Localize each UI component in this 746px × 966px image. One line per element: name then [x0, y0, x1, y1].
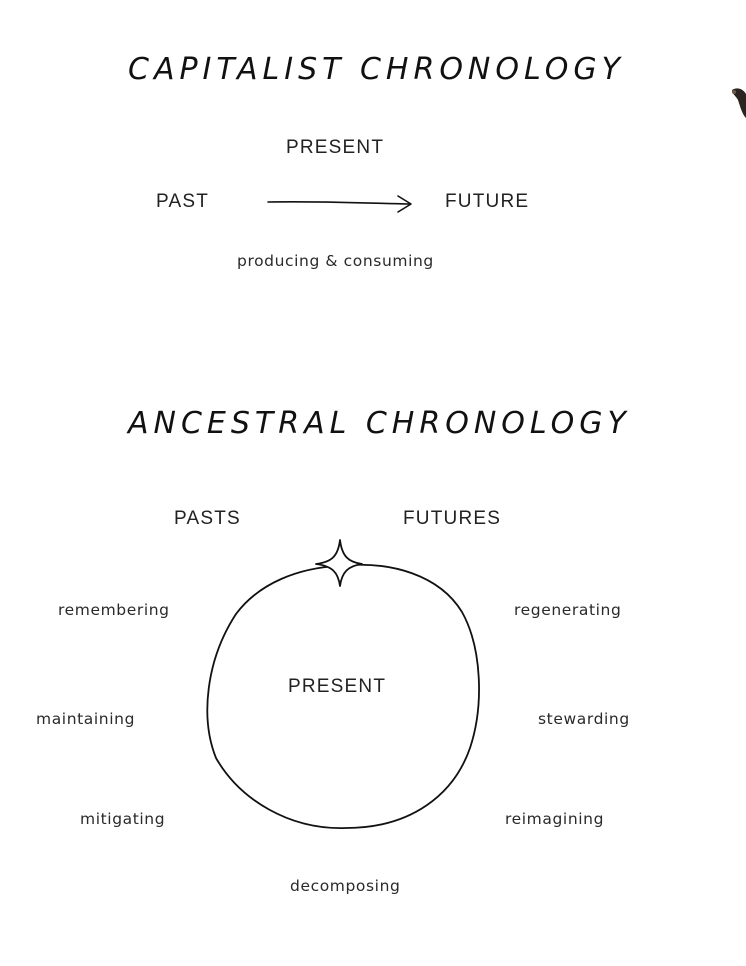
left-item-maintaining: maintaining — [36, 710, 136, 728]
capitalist-caption: producing & consuming — [237, 252, 434, 270]
right-item-reimagining: reimagining — [505, 810, 605, 828]
left-item-remembering: remembering — [58, 601, 170, 619]
capitalist-present-label: PRESENT — [286, 137, 385, 158]
ancestral-present-label: PRESENT — [288, 676, 387, 697]
edge-fragment-icon — [732, 88, 746, 118]
right-item-regenerating: regenerating — [514, 601, 622, 619]
future-label: FUTURE — [445, 191, 530, 212]
right-item-stewarding: stewarding — [538, 710, 630, 728]
bottom-item-decomposing: decomposing — [290, 877, 401, 895]
futures-label: FUTURES — [403, 508, 502, 529]
past-label: PAST — [156, 191, 210, 212]
ancestral-title: ANCESTRAL CHRONOLOGY — [128, 406, 631, 441]
left-item-mitigating: mitigating — [80, 810, 166, 828]
pasts-label: PASTS — [174, 508, 241, 529]
capitalist-title: CAPITALIST CHRONOLOGY — [128, 52, 625, 87]
